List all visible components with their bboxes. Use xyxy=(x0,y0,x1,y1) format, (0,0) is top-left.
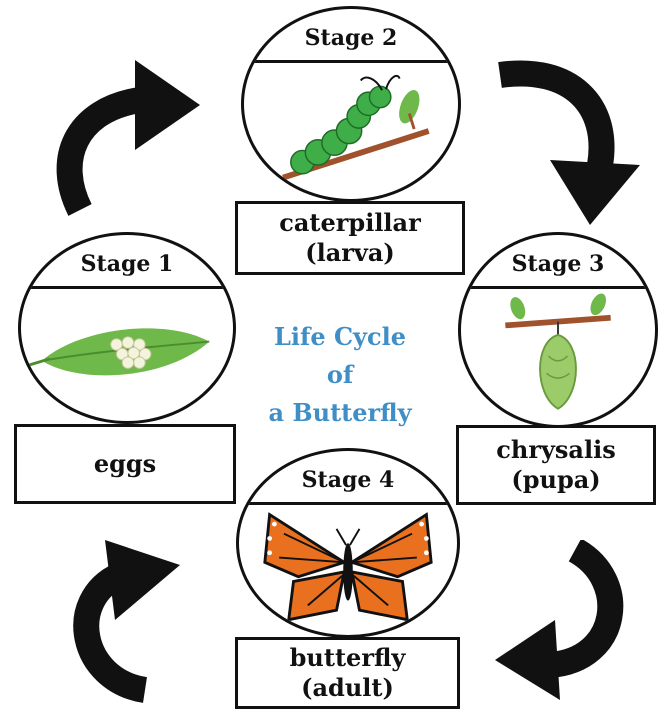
cycle-arrow-icon-bottom-right xyxy=(480,540,650,705)
stage-1-name: eggs xyxy=(94,449,156,479)
stage-3-label-box: chrysalis (pupa) xyxy=(456,425,656,505)
stage-2-name: caterpillar xyxy=(279,208,421,238)
chrysalis-icon xyxy=(461,289,655,425)
diagram-title: Life Cycle of a Butterfly xyxy=(250,318,430,432)
stage-3-circle: Stage 3 xyxy=(458,232,658,428)
stage-3-title: Stage 3 xyxy=(461,235,655,289)
stage-1-label-box: eggs xyxy=(14,424,236,504)
stage-2-title: Stage 2 xyxy=(244,9,458,63)
title-line-3: a Butterfly xyxy=(250,394,430,432)
stage-2-detail: (larva) xyxy=(305,238,395,268)
stage-4-circle: Stage 4 xyxy=(236,448,460,638)
stage-3-detail: (pupa) xyxy=(511,465,600,495)
stage-2-label-box: caterpillar (larva) xyxy=(235,201,465,275)
butterfly-icon xyxy=(239,505,457,635)
cycle-arrow-icon-top-left xyxy=(40,40,210,220)
cycle-arrow-icon-bottom-left xyxy=(45,540,195,705)
stage-1-title: Stage 1 xyxy=(21,235,233,289)
stage-4-name: butterfly xyxy=(290,643,406,673)
stage-2-circle: Stage 2 xyxy=(241,6,461,202)
cycle-arrow-icon-top-right xyxy=(480,55,650,235)
stage-4-detail: (adult) xyxy=(301,673,394,703)
caterpillar-icon xyxy=(244,63,458,199)
stage-4-label-box: butterfly (adult) xyxy=(235,637,460,709)
stage-4-title: Stage 4 xyxy=(239,451,457,505)
title-line-1: Life Cycle xyxy=(250,318,430,356)
stage-1-circle: Stage 1 xyxy=(18,232,236,424)
egg-leaf-icon xyxy=(21,289,233,421)
stage-3-name: chrysalis xyxy=(496,435,615,465)
title-line-2: of xyxy=(250,356,430,394)
